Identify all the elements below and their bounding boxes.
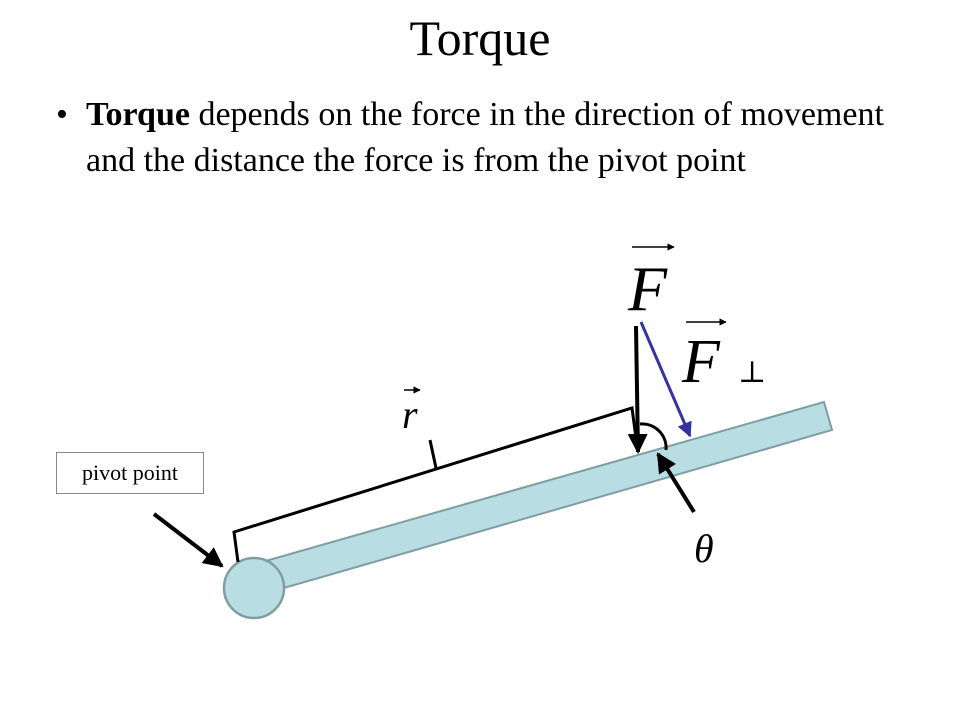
bullet-bold-term: Torque [86,96,190,133]
force-perp-arrow [639,321,692,438]
pivot-point-label: pivot point [56,452,204,494]
angle-pointer-arrow [656,452,696,514]
bullet-text: Torque depends on the force in the direc… [86,92,916,184]
bullet-description: depends on the force in the direction of… [86,96,884,179]
angle-arc [639,422,668,451]
pivot-pointer-arrow [152,512,224,568]
perp-symbol: ⊥ [738,355,766,390]
radius-bracket-tick [428,439,438,469]
radius-bracket [232,406,638,563]
bullet-dot: • [56,96,68,133]
bullet-item: • Torque depends on the force in the dir… [56,92,916,184]
radius-label: r [402,392,418,437]
force-perp-label: F [681,328,721,396]
angle-label: θ [694,526,714,571]
pivot-circle [222,556,286,620]
force-arrow [627,325,648,454]
slide-title: Torque [409,10,551,66]
force-label: F [627,253,668,324]
